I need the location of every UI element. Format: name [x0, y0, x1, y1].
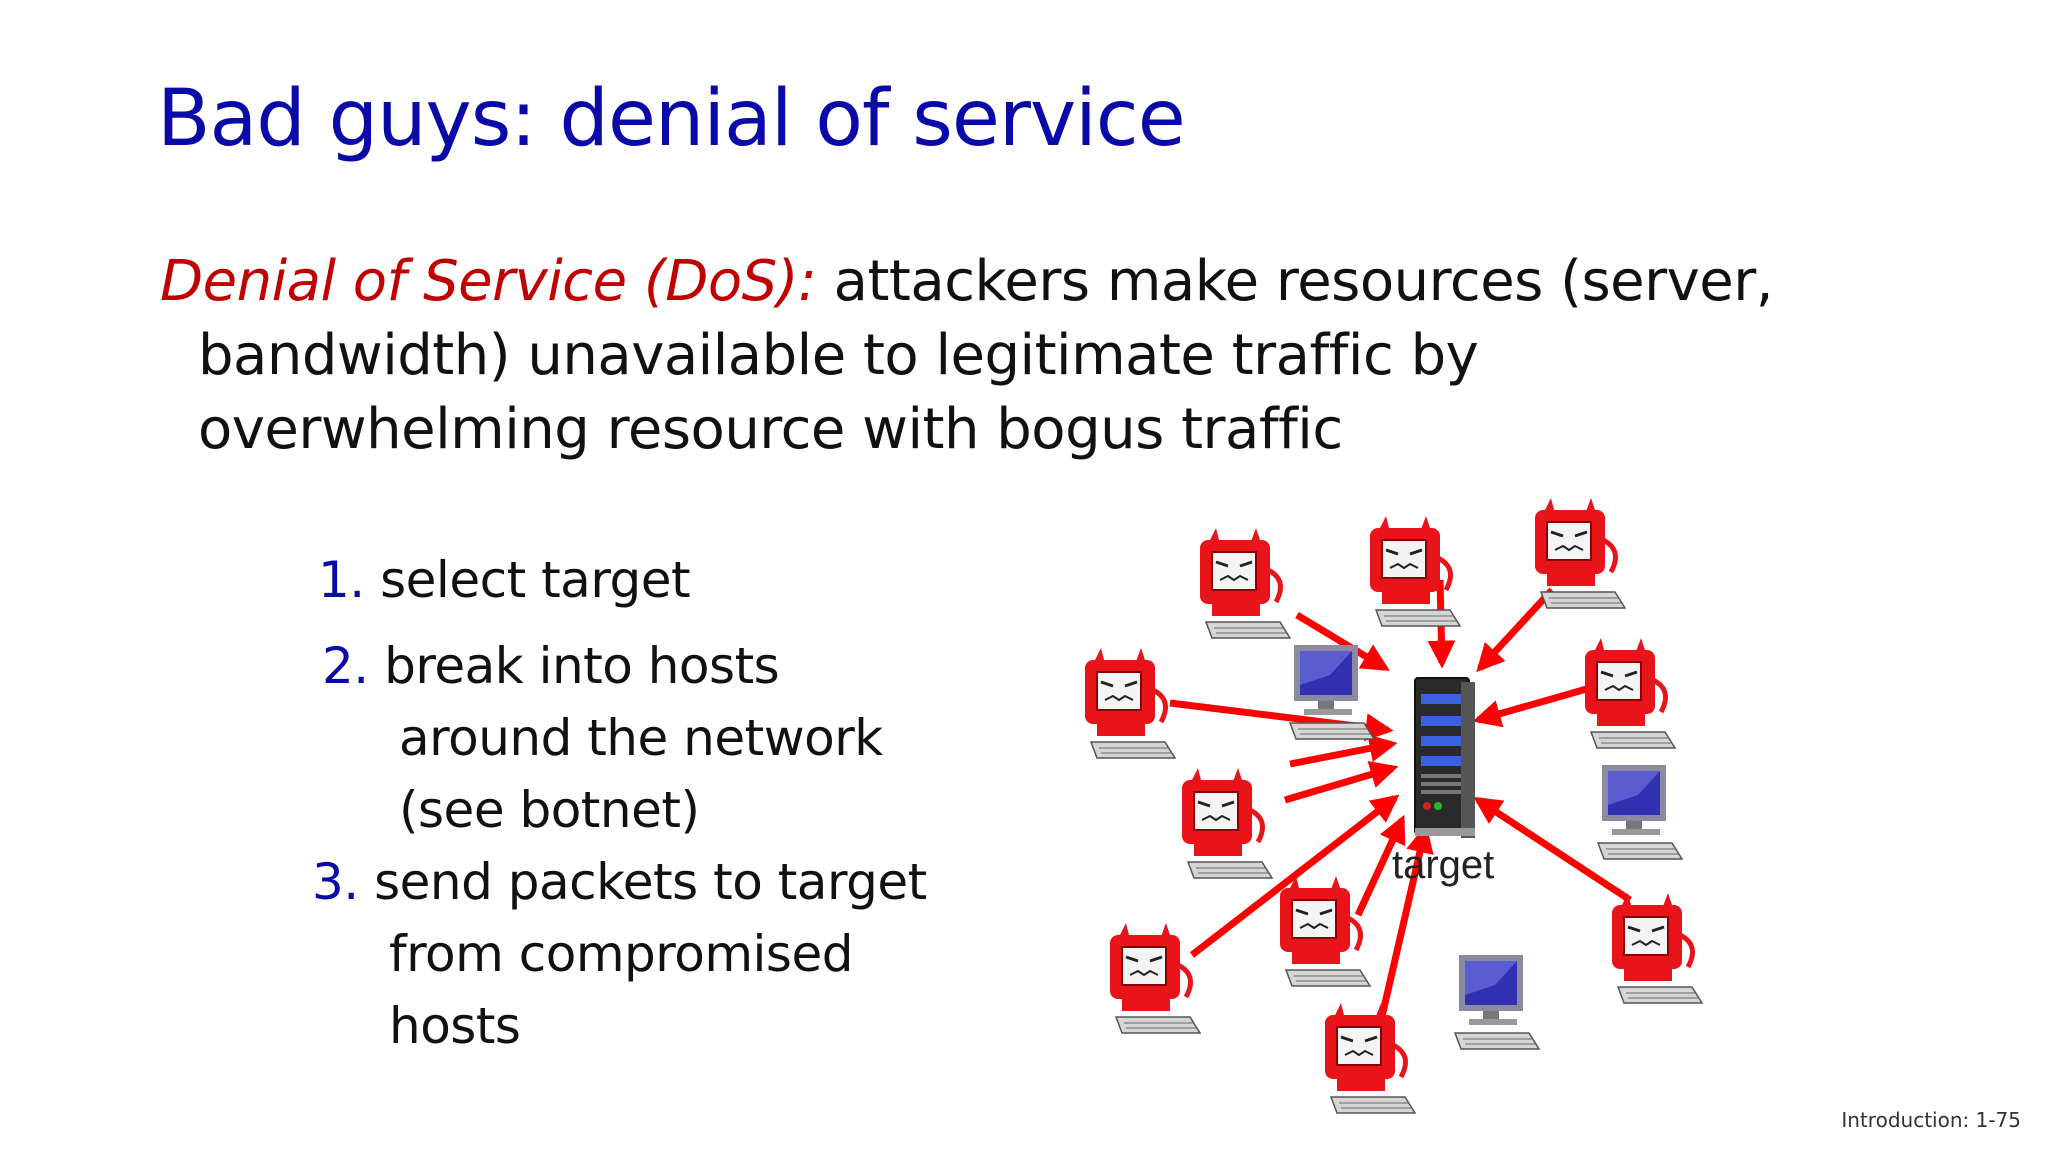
devil-computer-icon	[1585, 638, 1675, 748]
step-number: 1.	[318, 551, 365, 609]
attack-arrow	[1376, 824, 1434, 1026]
definition-line-2: bandwidth) unavailable to legitimate tra…	[198, 323, 1479, 388]
definition-paragraph: Denial of Service (DoS): attackers make …	[160, 245, 1774, 467]
definition-line-3: overwhelming resource with bogus traffic	[198, 397, 1343, 462]
target-label: target	[1392, 843, 1494, 887]
devil-computer-icon	[1612, 893, 1702, 1003]
step-text: send packets to target	[374, 853, 927, 911]
attack-arrow	[1289, 734, 1398, 768]
attack-arrow	[1284, 760, 1399, 804]
devil-computer-icon	[1280, 876, 1370, 986]
computer-icon	[1597, 764, 1683, 860]
step-text: around the network	[399, 709, 883, 767]
devil-computer-icon	[1182, 768, 1272, 878]
attack-arrow	[1472, 684, 1591, 728]
slide-footer: Introduction: 1-75	[1841, 1108, 2021, 1132]
step-number: 2.	[322, 637, 369, 695]
step-2: 2. break into hosts around the network (…	[322, 630, 883, 846]
computer-icon	[1289, 644, 1375, 740]
step-text: hosts	[389, 997, 521, 1055]
target-server	[1414, 677, 1475, 838]
definition-line-1: Denial of Service (DoS): attackers make …	[160, 245, 1774, 319]
devil-computer-icon	[1370, 516, 1460, 626]
devil-computer-icon	[1085, 648, 1175, 758]
step-1: 1. select target	[318, 544, 691, 616]
step-text: from compromised	[389, 925, 853, 983]
step-number: 3.	[312, 853, 359, 911]
attack-arrow	[1189, 794, 1400, 958]
attack-arrow	[1295, 612, 1390, 671]
attack-arrow	[1476, 587, 1555, 673]
definition-term: Denial of Service (DoS):	[160, 249, 817, 314]
step-text: break into hosts	[384, 637, 780, 695]
attack-arrows	[1169, 579, 1632, 1026]
attack-arrow	[1354, 814, 1406, 917]
computer-icon	[1454, 954, 1540, 1050]
step-text: (see botnet)	[399, 781, 700, 839]
step-3: 3. send packets to target from compromis…	[312, 846, 927, 1062]
attack-arrow	[1473, 796, 1632, 903]
definition-text-1: attackers make resources (server,	[833, 249, 1774, 314]
devil-computer-icon	[1535, 498, 1625, 608]
devil-computer-icon	[1110, 923, 1200, 1033]
devil-computer-icon	[1325, 1003, 1415, 1113]
slide-title: Bad guys: denial of service	[157, 74, 1186, 164]
devil-computer-icon	[1200, 528, 1290, 638]
dos-diagram: target	[1060, 480, 1740, 1140]
step-text: select target	[380, 551, 691, 609]
